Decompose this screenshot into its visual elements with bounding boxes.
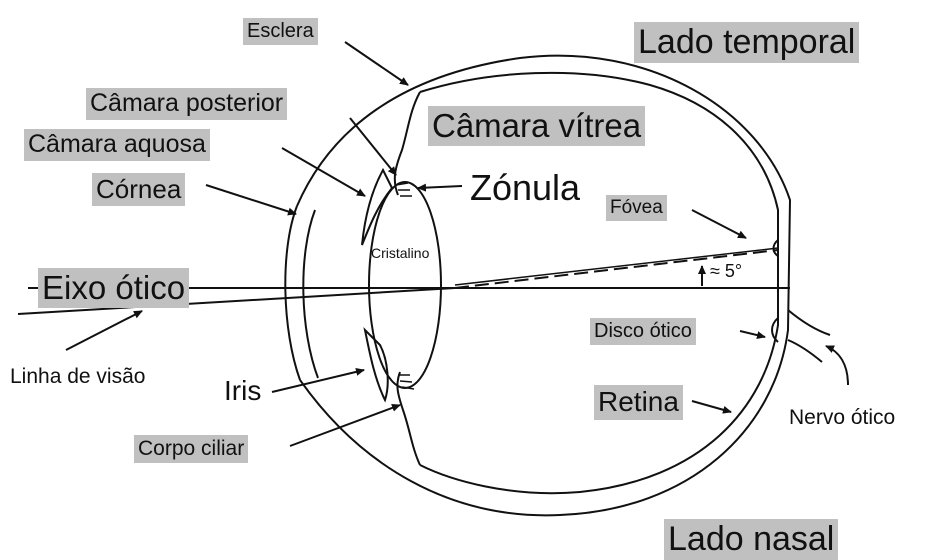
zonule-upper: [395, 182, 412, 197]
label-iris: Iris: [224, 375, 262, 406]
label-lado-temporal: Lado temporal: [634, 22, 860, 63]
fovea-arrow: [691, 209, 747, 239]
sclera-inner: [419, 71, 779, 495]
label-lado-nasal: Lado nasal: [664, 519, 839, 560]
label-camara-aquosa: Câmara aquosa: [24, 129, 210, 161]
label-camara-posterior: Câmara posterior: [86, 88, 288, 120]
camara-aquosa-arrow: [281, 147, 366, 197]
iris-arrow: [271, 367, 365, 393]
disco-otico-arrow: [739, 330, 766, 340]
lens: [368, 181, 442, 389]
cornea-arrow: [205, 184, 297, 216]
cornea-outer: [284, 205, 301, 381]
zonule-lower: [398, 374, 415, 390]
optic-disc: [771, 317, 779, 343]
sclera-outer: [296, 54, 792, 517]
label-zonula: Zónula: [470, 167, 581, 208]
label-nervo-otico: Nervo ótico: [789, 406, 896, 429]
label-cornea: Córnea: [92, 173, 186, 206]
retina-arrow: [691, 400, 732, 414]
zonula-arrow: [417, 183, 463, 192]
label-camara-vitrea: Câmara vítrea: [428, 106, 646, 146]
cornea-inner: [302, 209, 319, 379]
label-cristalino: Cristalino: [371, 245, 430, 261]
corpo-ciliar-arrow: [289, 404, 401, 447]
camara-posterior-arrow: [349, 117, 397, 176]
iris-lower: [363, 326, 389, 403]
linha-de-visao-arrow: [65, 310, 143, 351]
label-corpo-ciliar: Corpo ciliar: [134, 435, 249, 463]
label-angulo: ≈ 5°: [710, 261, 743, 281]
line-of-sight-solid: [454, 247, 779, 286]
label-retina: Retina: [594, 385, 683, 420]
ciliary-lower: [396, 371, 421, 466]
label-eixo-otico: Eixo ótico: [38, 268, 190, 308]
nervo-otico-arrow: [825, 345, 849, 386]
esclera-arrow: [344, 41, 409, 86]
ciliary-upper: [393, 91, 421, 196]
label-fovea: Fóvea: [606, 195, 667, 221]
line-of-sight: [17, 287, 456, 315]
optic-nerve: [787, 309, 831, 363]
label-linha-de-visao: Linha de visão: [10, 365, 146, 388]
line-of-sight-inner: [454, 249, 779, 289]
iris-upper: [361, 167, 394, 246]
label-disco-otico: Disco ótico: [590, 318, 696, 345]
label-esclera: Esclera: [243, 18, 318, 45]
